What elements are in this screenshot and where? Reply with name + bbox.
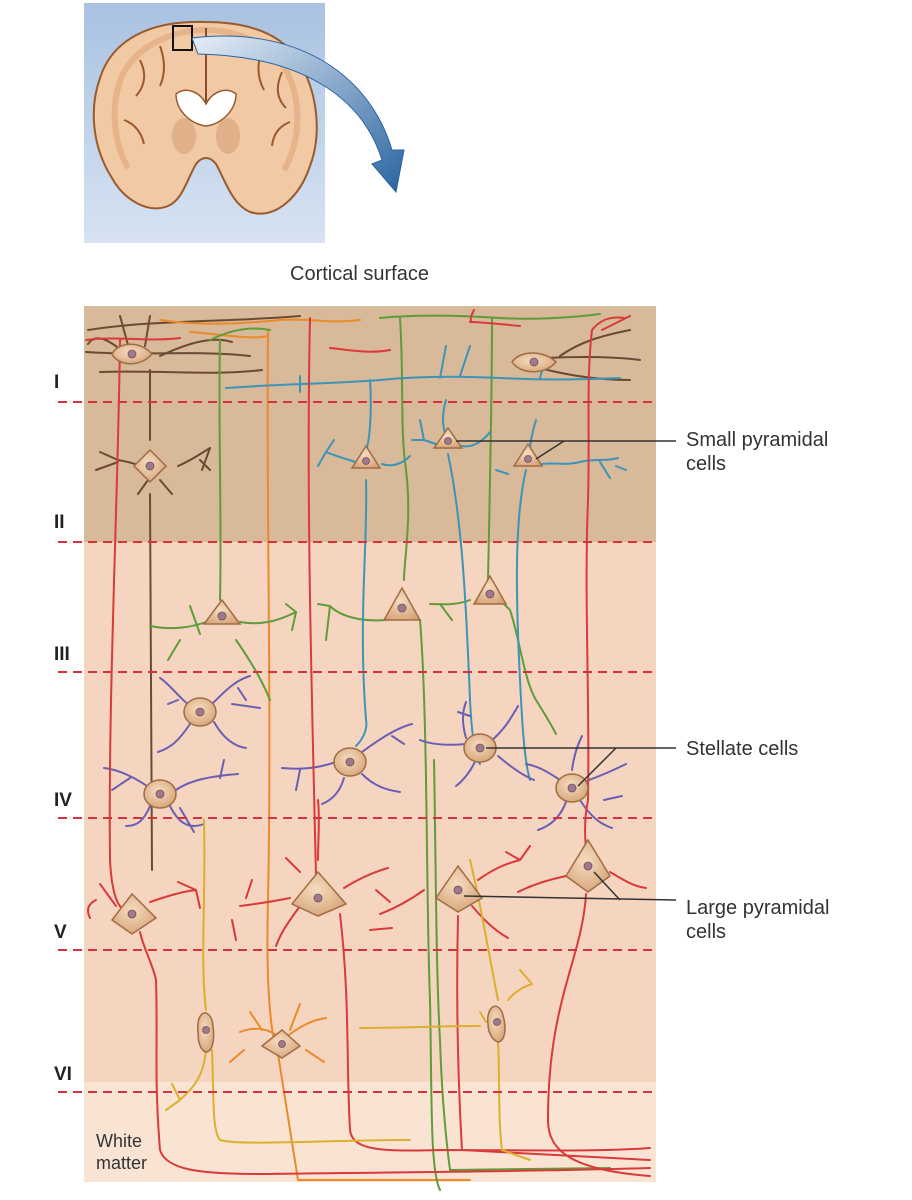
blue-fibers bbox=[225, 345, 627, 781]
cortical-surface-label: Cortical surface bbox=[290, 263, 429, 285]
yellow-fibers bbox=[165, 819, 533, 1161]
large-pyramidal-line-2: cells bbox=[686, 921, 727, 943]
purple-dendrites bbox=[103, 675, 627, 833]
white-matter-line-1: White bbox=[96, 1131, 143, 1151]
zoom-arrow bbox=[191, 35, 405, 194]
cell-nuclei bbox=[127, 349, 593, 1048]
layer-band-white-matter bbox=[84, 1082, 656, 1182]
small-pyramidal-line-1: Small pyramidal bbox=[686, 429, 829, 451]
stellate-label: Stellate cells bbox=[686, 737, 798, 761]
layer-label-5: V bbox=[54, 922, 67, 943]
callout-leaders bbox=[456, 440, 677, 901]
large-pyramidal-label: Large pyramidal cells bbox=[686, 896, 829, 944]
layer-band-mid bbox=[84, 542, 656, 1082]
layer-label-6: VI bbox=[54, 1064, 72, 1085]
red-fibers bbox=[85, 309, 651, 1177]
leader-small-pyramidal-2 bbox=[535, 440, 565, 460]
large-pyramidal-line-1: Large pyramidal bbox=[686, 897, 830, 919]
layer-label-2: II bbox=[54, 512, 65, 533]
white-matter-label: White matter bbox=[96, 1130, 147, 1174]
leader-large-pyramidal-2 bbox=[593, 871, 621, 901]
layer-label-4: IV bbox=[54, 790, 72, 811]
layer-label-1: I bbox=[54, 372, 60, 393]
neuron-processes bbox=[85, 309, 651, 1191]
soma-small-pyramidal-3 bbox=[512, 442, 544, 467]
layer-label-3: III bbox=[54, 644, 70, 665]
white-matter-line-2: matter bbox=[96, 1153, 148, 1173]
leader-large-pyramidal-1 bbox=[463, 895, 677, 901]
small-pyramidal-line-2: cells bbox=[686, 453, 727, 475]
layer-boundaries bbox=[58, 401, 656, 1093]
leader-stellate-2 bbox=[577, 747, 617, 787]
soma-small-pyramidal-1 bbox=[350, 444, 382, 469]
stellate-line-1: Stellate cells bbox=[686, 738, 799, 760]
green-fibers bbox=[149, 313, 611, 1191]
small-pyramidal-label: Small pyramidal cells bbox=[686, 428, 828, 476]
orange-fibers bbox=[159, 318, 471, 1181]
cortex-panel bbox=[84, 306, 656, 1182]
